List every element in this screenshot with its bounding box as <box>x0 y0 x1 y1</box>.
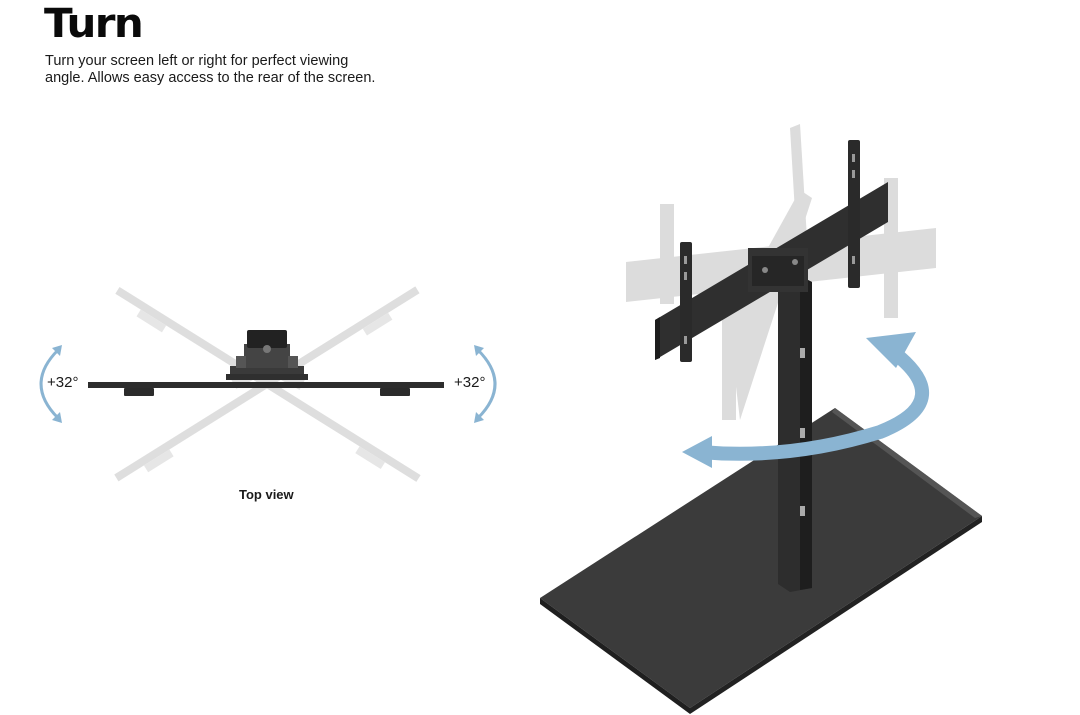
left-angle-label: +32° <box>47 374 79 391</box>
top-view-panel <box>88 330 444 396</box>
top-view-caption: Top view <box>239 487 294 502</box>
stand-base <box>540 408 982 714</box>
page-title: Turn <box>44 1 144 47</box>
left-rotation-arrow-icon <box>39 345 62 423</box>
feature-description: Turn your screen left or right for perfe… <box>45 53 376 86</box>
mount-arm <box>655 140 888 362</box>
right-rotation-arrow-icon <box>474 345 497 423</box>
stand-column <box>778 276 812 592</box>
curved-rotation-arrow-icon <box>682 332 930 468</box>
top-view-illustration <box>39 286 497 482</box>
right-angle-label: +32° <box>454 374 486 391</box>
